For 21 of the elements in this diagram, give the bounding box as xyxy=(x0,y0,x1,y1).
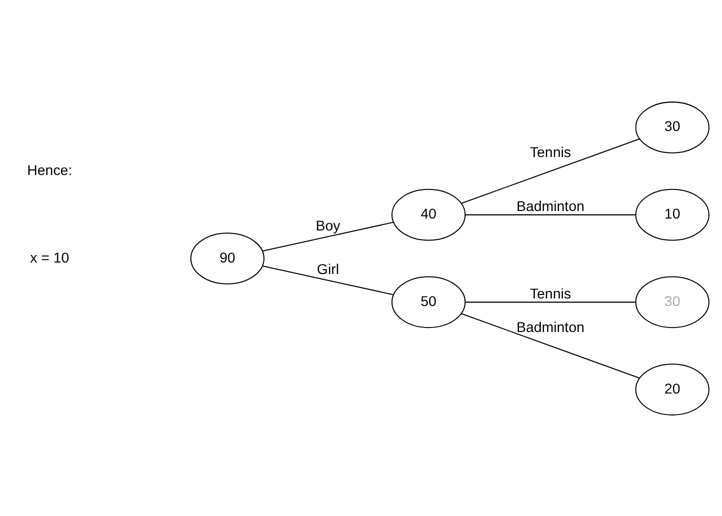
edge-label: Boy xyxy=(316,218,340,234)
edge-label: Tennis xyxy=(530,144,572,161)
edge-label: Badminton xyxy=(516,198,584,214)
node-ellipse: 30 xyxy=(635,101,710,153)
label: Hence: xyxy=(27,162,72,178)
connector xyxy=(462,312,640,378)
node-ellipse: 20 xyxy=(635,363,710,415)
node-ellipse: 90 xyxy=(190,232,264,284)
edge-label: Badminton xyxy=(516,319,584,336)
edge-label: Girl xyxy=(316,261,340,278)
node-ellipse: 50 xyxy=(391,276,466,328)
connector xyxy=(262,221,394,251)
label: x = 10 xyxy=(30,250,70,266)
connector xyxy=(465,301,636,302)
connector xyxy=(462,138,640,204)
node-ellipse: 30 xyxy=(635,276,710,328)
node-ellipse: 40 xyxy=(391,188,466,240)
connector xyxy=(465,214,636,215)
node-ellipse: 10 xyxy=(635,188,710,240)
connector xyxy=(262,265,394,295)
edge-label: Tennis xyxy=(530,286,572,302)
